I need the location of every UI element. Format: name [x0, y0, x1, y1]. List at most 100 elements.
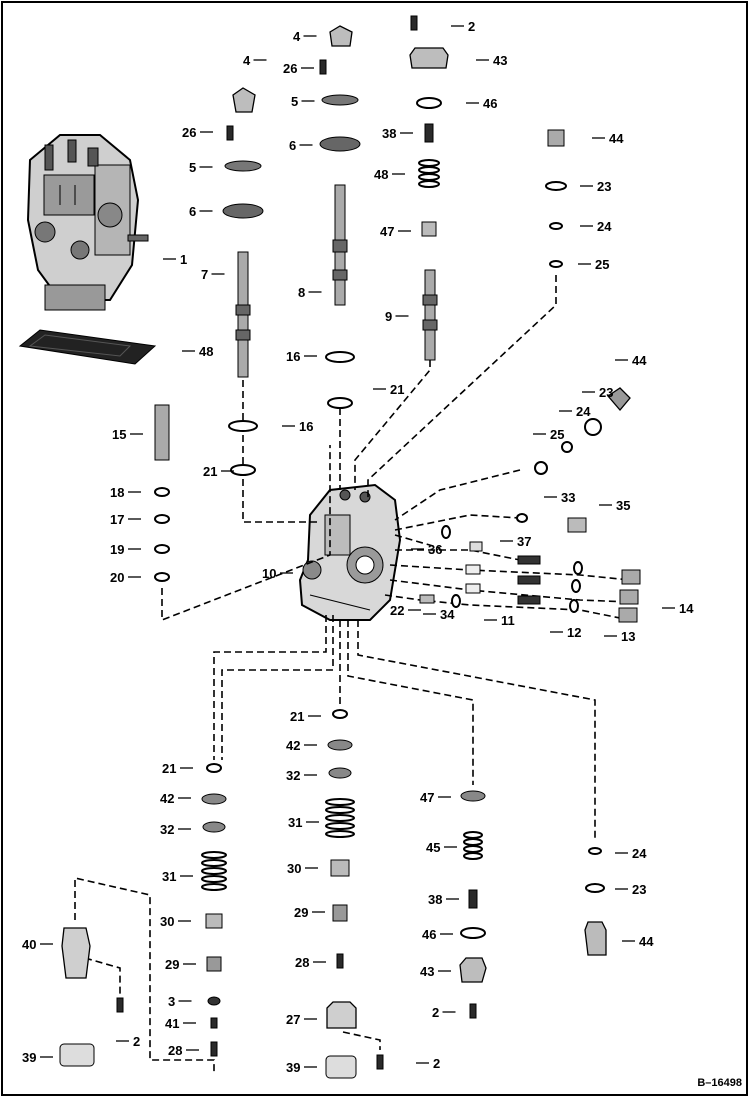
oring-46b: [460, 927, 486, 939]
callout-l21c: 21: [290, 709, 321, 724]
oring-18: [154, 487, 170, 497]
retainer-30b: [205, 913, 223, 929]
callout-l43b: 43: [420, 964, 451, 979]
flange-6b: [222, 203, 264, 219]
callout-l44c: 44: [622, 934, 654, 949]
callout-l14: 14: [662, 601, 694, 616]
callout-l46b: 46: [422, 927, 453, 942]
callout-l2d: 2: [416, 1056, 440, 1071]
cap-27: [326, 1001, 357, 1029]
callout-l25b: 25: [533, 427, 564, 442]
spring-31b: [201, 851, 227, 891]
oring-21d: [206, 763, 222, 773]
callout-number: 13: [621, 629, 635, 644]
relief-valve-cap-4a: [329, 25, 353, 47]
callout-number: 16: [299, 419, 313, 434]
callout-number: 6: [289, 138, 296, 153]
callout-number: 47: [380, 224, 394, 239]
flange-5b: [224, 160, 262, 172]
callout-l40: 40: [22, 937, 53, 952]
callout-number: 3: [168, 994, 175, 1009]
callout-l30b: 30: [160, 914, 191, 929]
callout-number: 45: [426, 840, 440, 855]
callout-l21b: 21: [203, 464, 234, 479]
callout-number: 24: [576, 404, 591, 419]
valve-body: [298, 483, 402, 621]
callout-number: 2: [432, 1005, 439, 1020]
callout-number: 25: [550, 427, 564, 442]
callout-number: 5: [189, 160, 196, 175]
callout-l48b: 48: [182, 344, 213, 359]
screw-2d: [376, 1054, 384, 1070]
callout-number: 48: [374, 167, 388, 182]
callout-number: 23: [597, 179, 611, 194]
callout-number: 18: [110, 485, 124, 500]
callout-l23c: 23: [615, 882, 646, 897]
callout-l10: 10: [262, 566, 293, 581]
boot-39b: [325, 1055, 357, 1079]
decal-kit: [18, 329, 157, 365]
screw-2b: [469, 1003, 477, 1019]
callout-number: 20: [110, 570, 124, 585]
callout-l32b: 32: [160, 822, 191, 837]
callout-number: 9: [385, 309, 392, 324]
plug-22: [419, 594, 435, 604]
oring-23c: [585, 883, 605, 893]
callout-number: 21: [162, 761, 176, 776]
callout-l9: 9: [385, 309, 409, 324]
bolt-29b: [206, 956, 222, 972]
callout-number: 26: [283, 61, 297, 76]
callout-number: 35: [616, 498, 630, 513]
callout-l19: 19: [110, 542, 141, 557]
callout-l33: 33: [544, 490, 575, 505]
callout-l15: 15: [112, 427, 143, 442]
flange-5a: [321, 94, 359, 106]
callout-l23a: 23: [580, 179, 611, 194]
callout-number: 34: [440, 607, 455, 622]
callout-number: 14: [679, 601, 694, 616]
oring-24c: [588, 847, 602, 855]
pin-38a: [424, 123, 434, 143]
callout-l2b: 2: [432, 1005, 456, 1020]
callout-number: 33: [561, 490, 575, 505]
oring-25a: [549, 260, 563, 268]
callout-l32a: 32: [286, 768, 317, 783]
plug-44c: [584, 921, 607, 956]
callout-number: 26: [182, 125, 196, 140]
callout-l42a: 42: [286, 738, 317, 753]
callout-number: 23: [632, 882, 646, 897]
washer-42b: [201, 793, 227, 805]
callout-l20: 20: [110, 570, 141, 585]
callout-number: 2: [433, 1056, 440, 1071]
callout-number: 28: [168, 1043, 182, 1058]
screw-26b: [226, 125, 234, 141]
callout-number: 41: [165, 1016, 179, 1031]
callout-l24b: 24: [559, 404, 591, 419]
screw-28a: [336, 953, 344, 969]
washer-3: [207, 996, 221, 1006]
callout-l8: 8: [298, 285, 322, 300]
callout-number: 29: [165, 957, 179, 972]
callout-l5b: 5: [189, 160, 213, 175]
callout-number: 29: [294, 905, 308, 920]
callout-number: 24: [597, 219, 612, 234]
callout-number: 1: [180, 252, 187, 267]
callout-number: 43: [420, 964, 434, 979]
callout-l48a: 48: [374, 167, 405, 182]
callout-l26a: 26: [283, 61, 314, 76]
flange-6a: [319, 136, 361, 152]
callout-number: 42: [286, 738, 300, 753]
callout-l3: 3: [168, 994, 192, 1009]
handle-40: [61, 927, 91, 979]
poppet-47b: [460, 790, 486, 802]
relief-cartridge-15: [154, 404, 170, 461]
spring-48: [418, 159, 440, 188]
callout-l44a: 44: [592, 131, 624, 146]
callout-number: 21: [290, 709, 304, 724]
cap-43b: [459, 957, 487, 983]
assembled-valve-illustration: [26, 134, 149, 311]
callout-l28a: 28: [295, 955, 326, 970]
callout-number: 40: [22, 937, 36, 952]
callout-l43a: 43: [476, 53, 507, 68]
oring-21b: [230, 464, 256, 476]
